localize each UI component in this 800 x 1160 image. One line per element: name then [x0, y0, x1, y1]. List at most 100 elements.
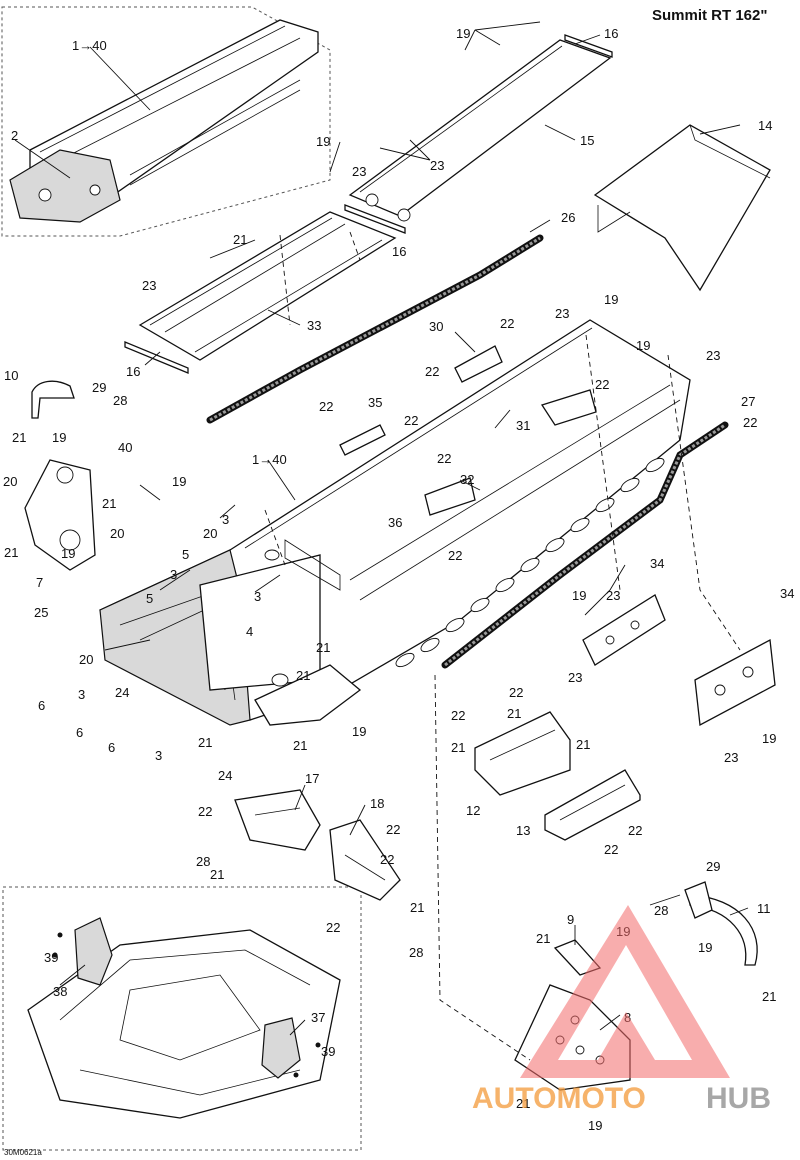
- callout-6-a: 6: [38, 698, 45, 713]
- leader-lines: [14, 21, 749, 1036]
- callout-11: 11: [757, 901, 771, 916]
- part-14-cover: [593, 124, 771, 292]
- callout-4: 4: [246, 624, 253, 639]
- callout-19-d: 19: [52, 430, 66, 445]
- part-17-footrest: [234, 789, 321, 851]
- callout-29-right: 29: [706, 859, 720, 874]
- callout-20-c: 20: [203, 526, 217, 541]
- inset-frame-top: [1, 6, 331, 237]
- part-7-plate: [24, 459, 96, 571]
- callout-3-e: 3: [155, 748, 162, 763]
- part-34-plate-right: [694, 638, 776, 727]
- callout-21-f: 21: [296, 668, 310, 683]
- callout-19-top: 19: [456, 26, 470, 41]
- part-16-strip-mid: [344, 204, 406, 234]
- part-12-bracket: [474, 711, 571, 796]
- callout-23-f: 23: [724, 750, 738, 765]
- callout-40: 40: [118, 440, 132, 455]
- callout-37: 37: [311, 1010, 325, 1025]
- part-11-bracket: [684, 881, 713, 919]
- part-10-handle: [31, 380, 75, 419]
- callout-21-c: 21: [102, 496, 116, 511]
- callout-19-e: 19: [172, 474, 186, 489]
- callout-15: 15: [580, 133, 594, 148]
- callout-20-d: 20: [79, 652, 93, 667]
- callout-19-g: 19: [572, 588, 586, 603]
- callout-19-f: 19: [61, 546, 75, 561]
- main-frame-tunnel: [99, 319, 691, 726]
- callout-22-b: 22: [425, 364, 439, 379]
- part-33-plate: [138, 211, 397, 361]
- assembly-dash-lines: [264, 231, 741, 1061]
- part-27-rail: [441, 421, 729, 669]
- callout-3-d: 3: [78, 687, 85, 702]
- callout-19-h: 19: [352, 724, 366, 739]
- part-16-strip-left: [124, 341, 189, 374]
- callout-20-a: 20: [3, 474, 17, 489]
- callout-28-b: 28: [409, 945, 423, 960]
- callout-23-b: 23: [555, 306, 569, 321]
- part-13-bracket: [544, 769, 641, 841]
- callout-28-a: 28: [196, 854, 210, 869]
- callout-33: 33: [307, 318, 321, 333]
- callout-27: 27: [741, 394, 755, 409]
- callout-21-p: 21: [516, 1096, 530, 1111]
- callout-22-p: 22: [326, 920, 340, 935]
- callout-31: 31: [516, 418, 530, 433]
- callout-12: 12: [466, 803, 480, 818]
- part-31-bracket: [540, 389, 597, 426]
- callout-22-h: 22: [448, 548, 462, 563]
- callout-5-b: 5: [146, 591, 153, 606]
- callout-21-g: 21: [198, 735, 212, 750]
- callout-34-b: 34: [780, 586, 794, 601]
- callout-39-a: 39: [44, 950, 58, 965]
- callout-16-top: 16: [604, 26, 618, 41]
- callout-21-o: 21: [762, 989, 776, 1004]
- part-36-bracket: [424, 477, 476, 516]
- callout-28-right: 28: [654, 903, 668, 918]
- callout-17: 17: [305, 771, 319, 786]
- callout-13: 13: [516, 823, 530, 838]
- callout-10: 10: [4, 368, 18, 383]
- callout-32: 32: [460, 472, 474, 487]
- callout-26: 26: [561, 210, 575, 225]
- inset-tunnel-drawing: [9, 19, 319, 223]
- callout-3-b: 3: [170, 567, 177, 582]
- callout-19-k: 19: [698, 940, 712, 955]
- callout-5-a: 5: [182, 547, 189, 562]
- callout-23-d: 23: [606, 588, 620, 603]
- callout-22-c: 22: [595, 377, 609, 392]
- watermark-text-primary: AUTOMOTO: [472, 1082, 646, 1115]
- callout-6-b: 6: [76, 725, 83, 740]
- callout-22-e: 22: [404, 413, 418, 428]
- callout-22-l: 22: [604, 842, 618, 857]
- watermark-text-secondary: HUB: [706, 1082, 771, 1115]
- callout-21-n: 21: [536, 931, 550, 946]
- part-18-footrest: [329, 819, 401, 901]
- callout-22-k: 22: [628, 823, 642, 838]
- callout-21-l: 21: [210, 867, 224, 882]
- reference-code: 30M0621a: [4, 1148, 42, 1157]
- callout-22-a: 22: [500, 316, 514, 331]
- callout-3-c: 3: [254, 589, 261, 604]
- callout-21-d: 21: [4, 545, 18, 560]
- callout-19-b: 19: [604, 292, 618, 307]
- callout-21-i: 21: [507, 706, 521, 721]
- callout-23-c: 23: [706, 348, 720, 363]
- callout-23-mid-a: 23: [430, 158, 444, 173]
- part-34-plate-left: [582, 594, 666, 666]
- callout-36: 36: [388, 515, 402, 530]
- callout-21-b: 21: [12, 430, 26, 445]
- callout-29-left: 29: [92, 380, 106, 395]
- callout-21-e: 21: [316, 640, 330, 655]
- callout-24-b: 24: [218, 768, 232, 783]
- callout-28-left: 28: [113, 393, 127, 408]
- callout-35: 35: [368, 395, 382, 410]
- callout-21-j: 21: [451, 740, 465, 755]
- callout-7: 7: [36, 575, 43, 590]
- callout-22-d: 22: [319, 399, 333, 414]
- callout-24-a: 24: [115, 685, 129, 700]
- callout-18: 18: [370, 796, 384, 811]
- watermark-logo: AUTOMOTO HUB: [472, 905, 771, 1115]
